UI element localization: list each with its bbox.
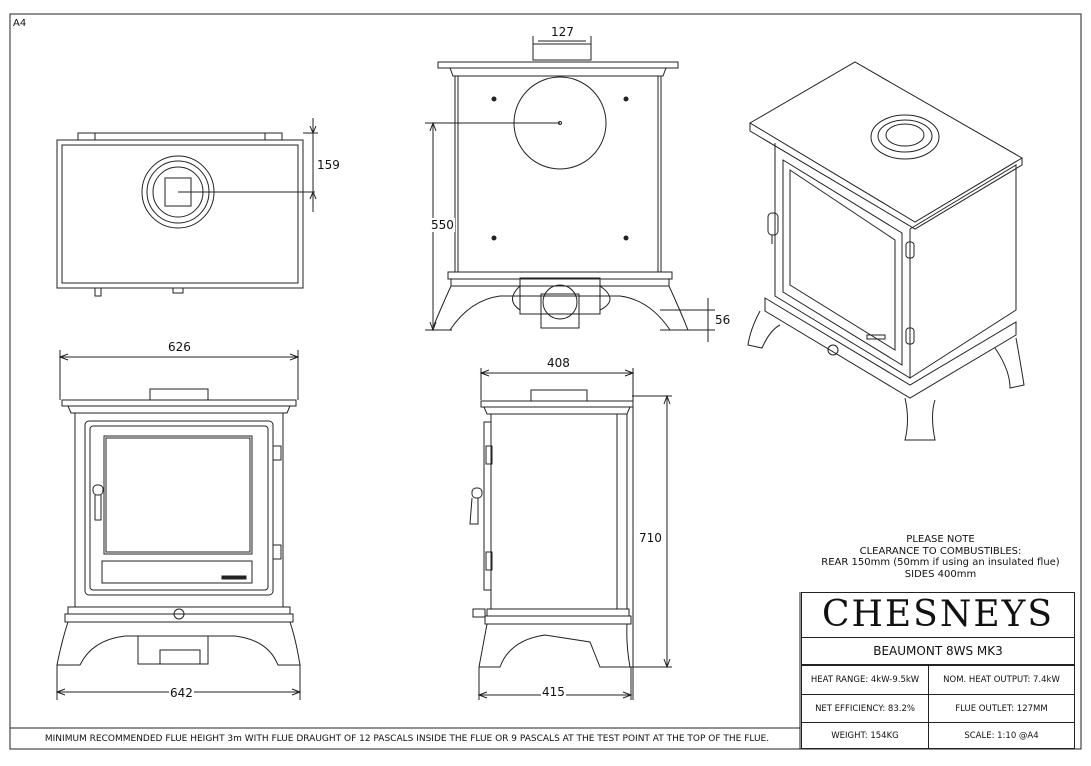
spec-efficiency: NET EFFICIENCY: 83.2% — [801, 694, 929, 723]
top-view — [56, 118, 318, 297]
model-name: BEAUMONT 8WS MK3 — [801, 638, 1075, 665]
sheet-border — [9, 13, 1082, 750]
dim-front-top-width: 626 — [167, 340, 192, 354]
dim-flue-diameter: 127 — [550, 25, 575, 39]
dim-side-depth-top: 408 — [546, 356, 571, 370]
spec-nom-output: NOM. HEAT OUTPUT: 7.4kW — [928, 665, 1075, 695]
dim-rear-flue-height: 550 — [430, 218, 455, 232]
side-view — [469, 368, 672, 700]
isometric-view — [747, 61, 1025, 441]
front-view — [55, 350, 302, 700]
brand-logo-text: CHESNEYS — [801, 592, 1075, 638]
dim-leg-gap: 56 — [714, 313, 732, 327]
rear-view — [425, 36, 715, 342]
dim-side-height: 710 — [638, 531, 663, 545]
dim-flue-offset-top: 159 — [316, 158, 341, 172]
spec-heat-range: HEAT RANGE: 4kW-9.5kW — [801, 665, 929, 695]
dim-side-base-depth: 415 — [541, 685, 566, 699]
note-line-3: REAR 150mm (50mm if using an insulated f… — [821, 557, 1060, 568]
note-line-4: SIDES 400mm — [904, 568, 977, 580]
dim-front-base-width: 642 — [169, 686, 194, 700]
flue-height-footer-note: MINIMUM RECOMMENDED FLUE HEIGHT 3m WITH … — [44, 734, 770, 744]
sheet-size-label: A4 — [13, 18, 27, 29]
spec-flue-outlet: FLUE OUTLET: 127MM — [928, 694, 1075, 723]
note-line-2: CLEARANCE TO COMBUSTIBLES: — [859, 545, 1022, 557]
spec-weight: WEIGHT: 154KG — [801, 722, 929, 749]
clearance-note: PLEASE NOTE CLEARANCE TO COMBUSTIBLES: R… — [808, 534, 1073, 580]
note-line-1: PLEASE NOTE — [906, 534, 975, 545]
spec-scale: SCALE: 1:10 @A4 — [928, 722, 1075, 749]
